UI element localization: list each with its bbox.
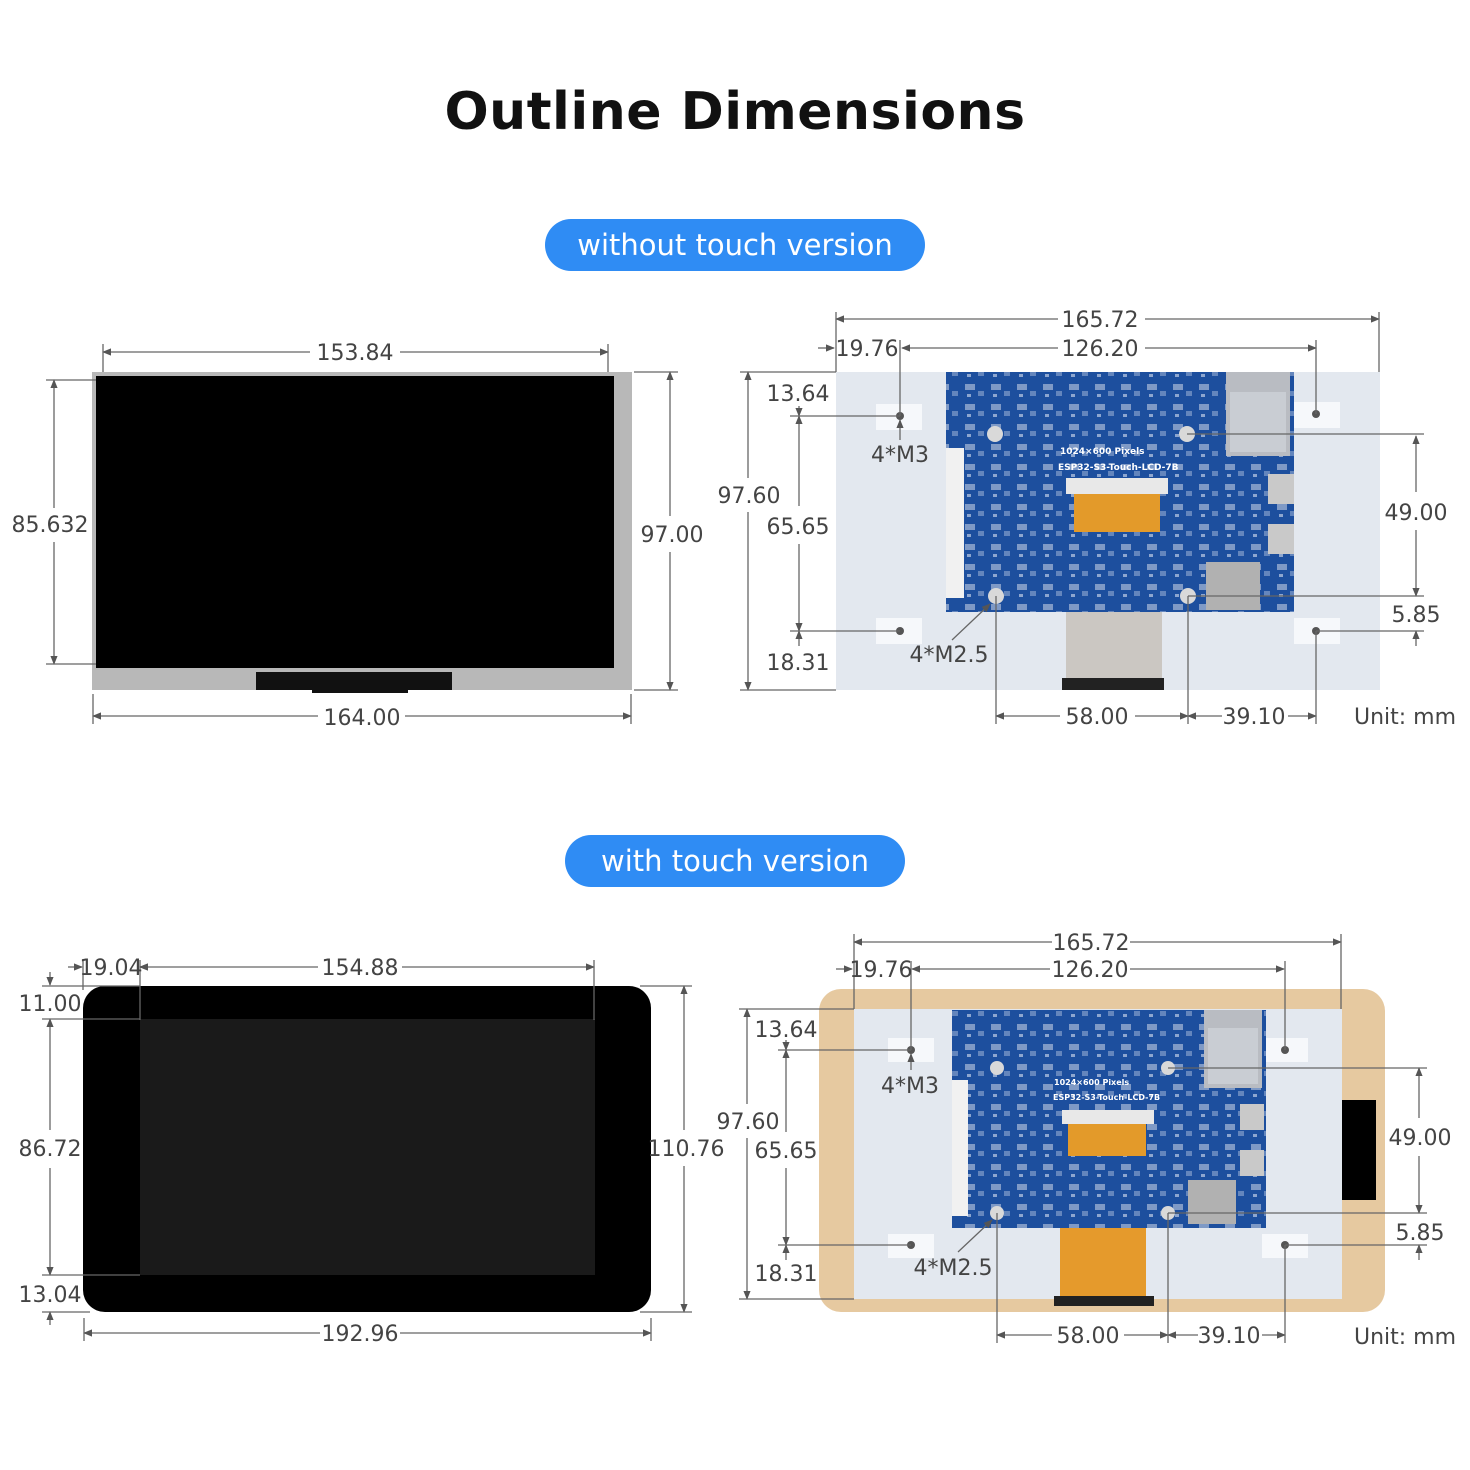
dim-bottom-left: 58.00 [1066, 705, 1129, 730]
unit-label: Unit: mm [1354, 1325, 1456, 1350]
dim-total-height: 97.60 [717, 1110, 780, 1135]
dim-bottom-left: 58.00 [1057, 1324, 1120, 1349]
dim-bottom-offset: 18.31 [767, 651, 830, 676]
board-pixels-label: 1024×600 Pixels [1060, 447, 1145, 457]
label-m25: 4*M2.5 [914, 1256, 993, 1281]
front-view-touch [83, 986, 651, 1312]
dim-hole-vertical: 65.65 [755, 1139, 818, 1164]
dim-left-offset: 19.04 [80, 956, 143, 981]
label-m25: 4*M2.5 [910, 643, 989, 668]
dim-bottom-width: 164.00 [324, 706, 401, 731]
dim-total-height: 97.60 [718, 484, 781, 509]
board-pixels-label: 1024×600 Pixels [1054, 1078, 1129, 1087]
dim-hole-span: 126.20 [1052, 958, 1129, 983]
dim-bottom-margin: 13.04 [19, 1283, 82, 1308]
dim-top-offset: 13.64 [767, 382, 830, 407]
dim-right-height: 97.00 [641, 523, 704, 548]
dim-bottom-right: 39.10 [1223, 705, 1286, 730]
dim-total-width: 165.72 [1062, 308, 1139, 333]
dim-left-offset: 19.76 [850, 958, 913, 983]
dim-right-height: 49.00 [1389, 1126, 1452, 1151]
board-model-label: ESP32-S3-Touch-LCD-7B [1053, 1093, 1160, 1102]
back-view-touch: 1024×600 Pixels ESP32-S3-Touch-LCD-7B [819, 989, 1385, 1312]
dim-right-offset: 5.85 [1396, 1221, 1445, 1246]
dim-hole-vertical: 65.65 [767, 515, 830, 540]
label-m3: 4*M3 [871, 443, 929, 468]
dim-active-height: 86.72 [19, 1137, 82, 1162]
with-touch-badge: with touch version [565, 835, 905, 887]
dim-total-width: 165.72 [1053, 931, 1130, 956]
dim-top-width: 154.88 [322, 956, 399, 981]
front-view-no-touch [92, 372, 632, 693]
dim-top-offset: 13.64 [755, 1018, 818, 1043]
board-model-label: ESP32-S3-Touch-LCD-7B [1058, 463, 1179, 473]
dim-bottom-right: 39.10 [1198, 1324, 1261, 1349]
without-touch-badge: without touch version [545, 219, 925, 271]
dim-hole-span: 126.20 [1062, 337, 1139, 362]
dim-top-width: 153.84 [317, 341, 394, 366]
dim-top-margin: 11.00 [19, 992, 82, 1017]
label-m3: 4*M3 [881, 1074, 939, 1099]
dim-right-height: 110.76 [648, 1137, 725, 1162]
unit-label: Unit: mm [1354, 705, 1456, 730]
dim-right-height: 49.00 [1385, 501, 1448, 526]
dim-right-offset: 5.85 [1392, 603, 1441, 628]
dim-bottom-width: 192.96 [322, 1322, 399, 1347]
dim-bottom-offset: 18.31 [755, 1262, 818, 1287]
page-title: Outline Dimensions [444, 82, 1026, 142]
back-view-no-touch: 1024×600 Pixels ESP32-S3-Touch-LCD-7B [836, 372, 1380, 690]
dim-left-offset: 19.76 [836, 337, 899, 362]
dim-left-height: 85.632 [12, 513, 89, 538]
